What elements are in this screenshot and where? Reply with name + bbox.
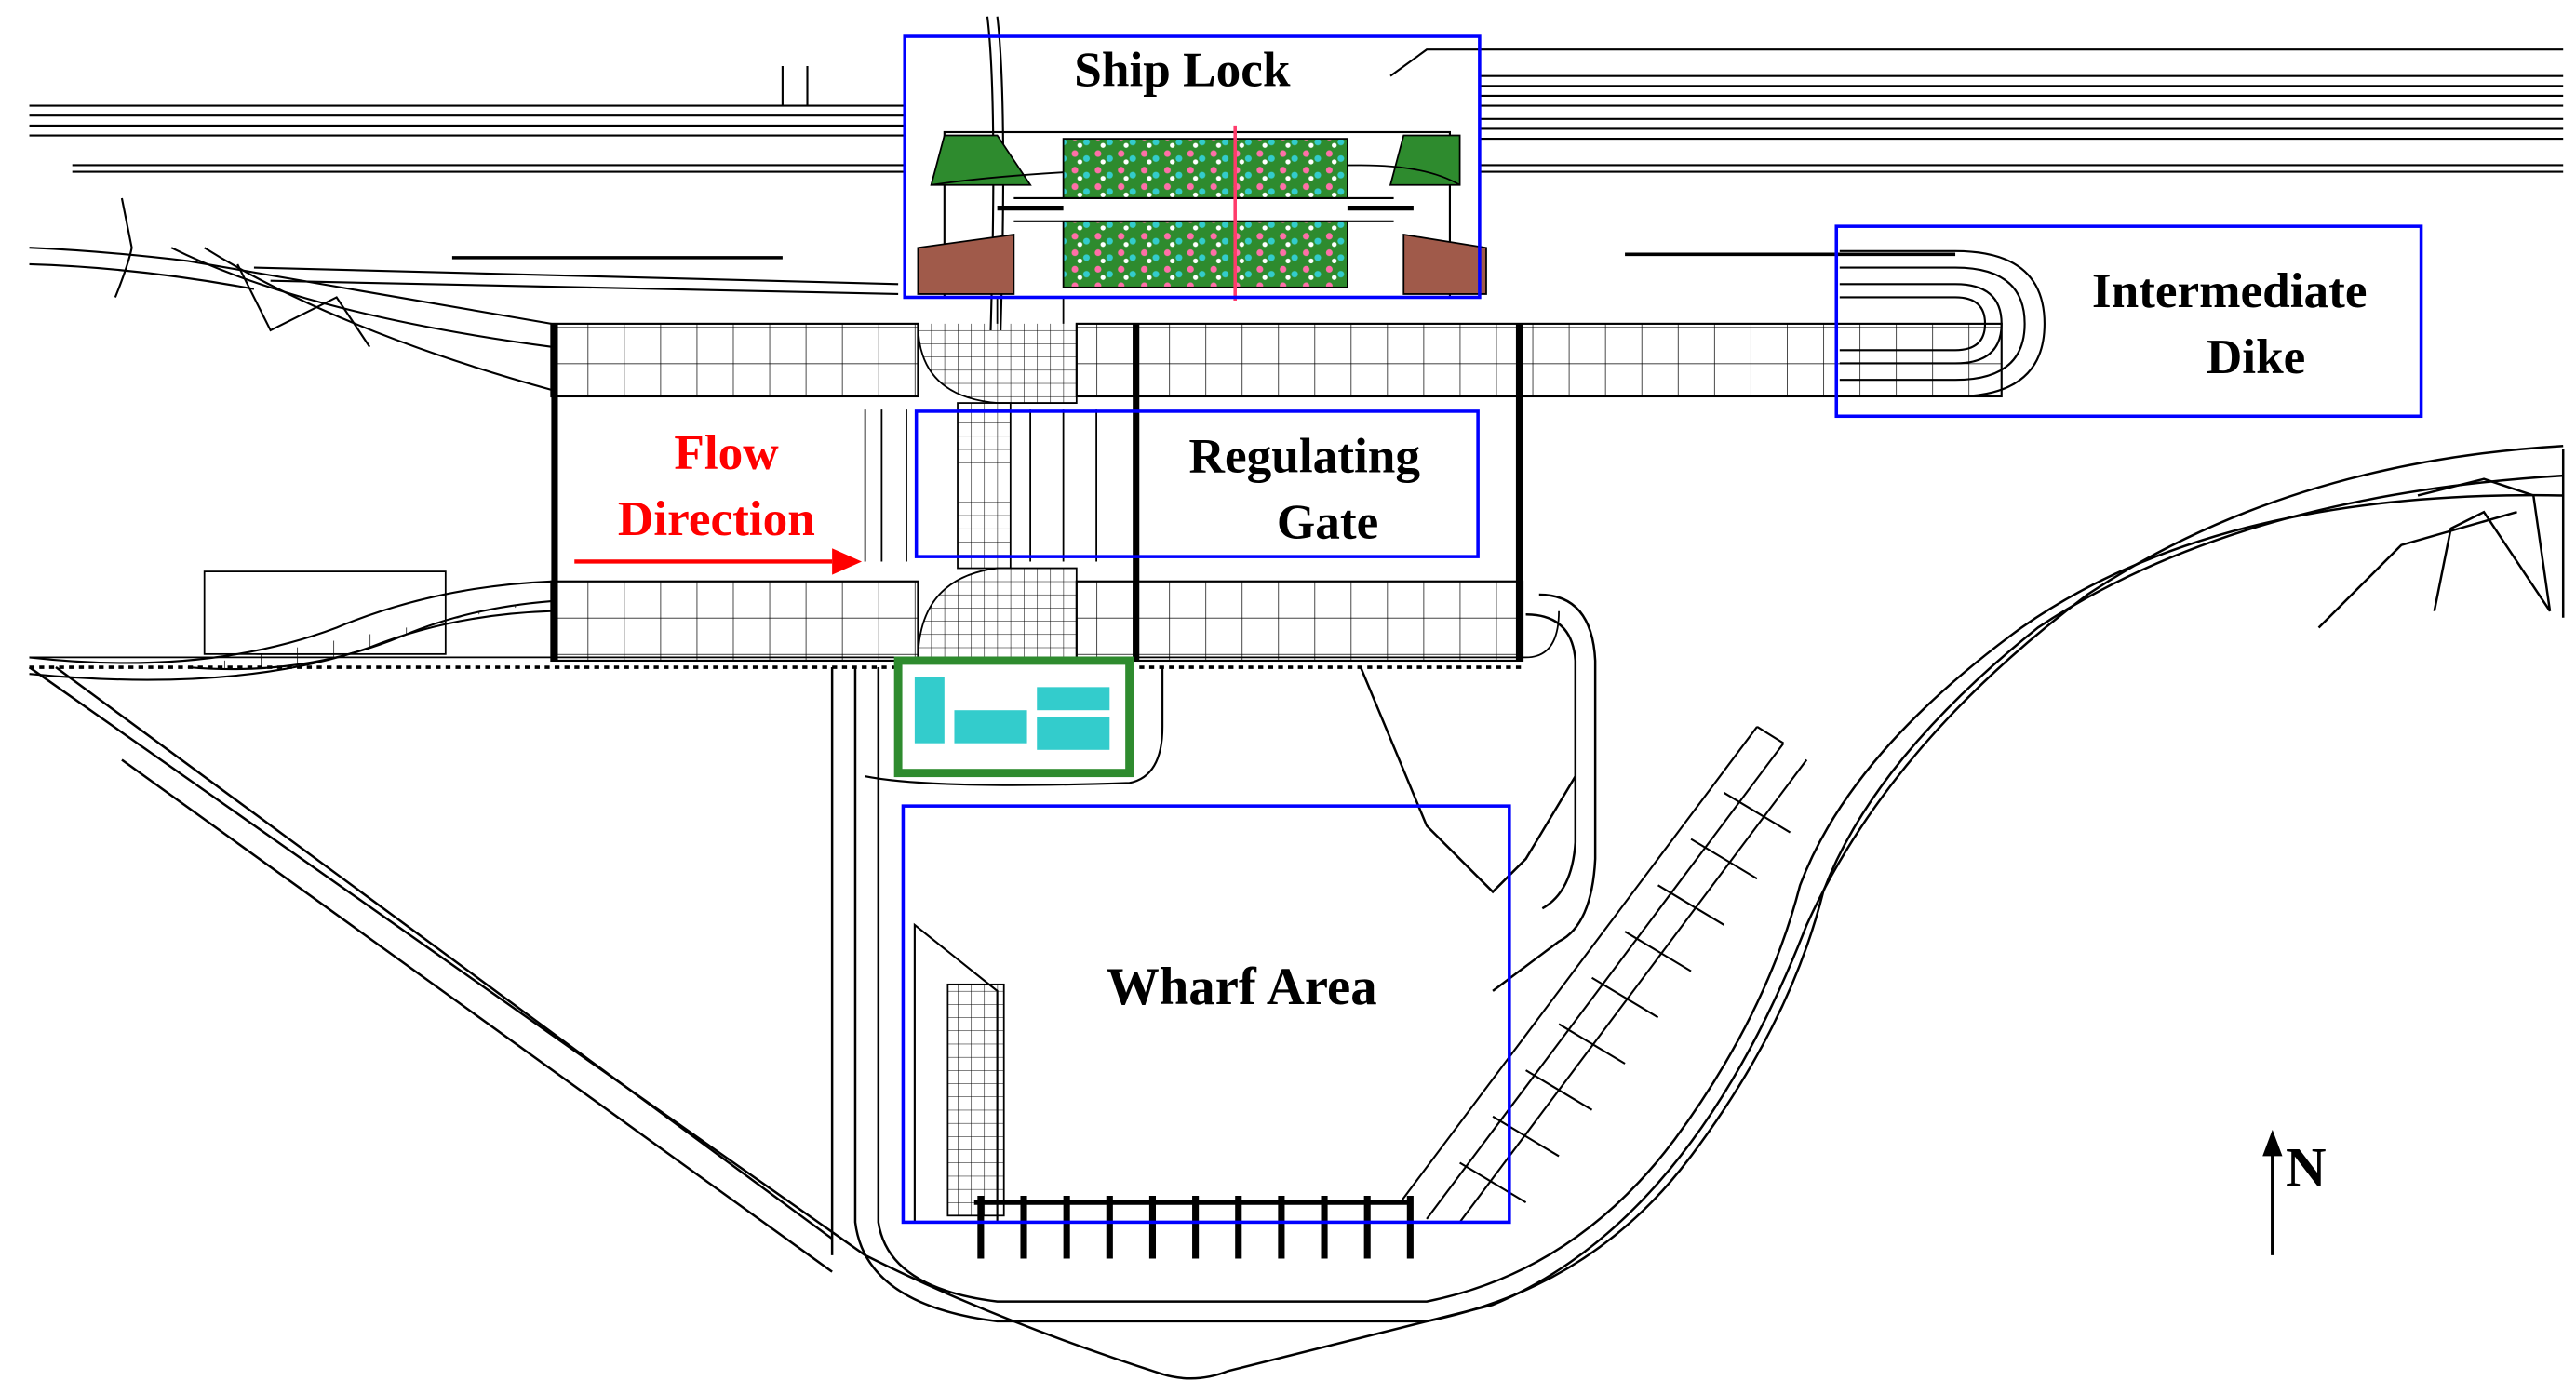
- regulating-gate-structure: [864, 297, 1098, 662]
- management-area: [865, 656, 1164, 786]
- flow-arrow: [574, 548, 863, 575]
- ship-lock-box: [903, 34, 1482, 300]
- north-levee-grid-east: [1075, 322, 2003, 398]
- regulating-gate-label-line2: Gate: [1277, 495, 1378, 550]
- intermediate-dike-structure: [1839, 249, 2046, 398]
- north-levee-grid: [550, 322, 919, 398]
- intermediate-dike-label-line2: Dike: [2207, 329, 2305, 384]
- ship-lock-structure: [917, 125, 1487, 302]
- intermediate-dike-label-line1: Intermediate: [2092, 263, 2368, 318]
- north-arrow-icon: [2262, 1130, 2283, 1255]
- northern-road-lines: [29, 16, 2564, 331]
- southeast-embankment: [1399, 726, 1808, 1224]
- wharf-area-box: [901, 804, 1511, 1225]
- flow-direction-label-line2: Direction: [618, 491, 815, 546]
- wharf-area-label: Wharf Area: [1107, 958, 1377, 1016]
- regulating-gate-label-line1: Regulating: [1189, 429, 1421, 484]
- south-levee: [29, 570, 1560, 681]
- south-land-outline: [28, 444, 2565, 1380]
- intermediate-dike-box: [1834, 224, 2423, 419]
- north-embankment: [29, 197, 1956, 391]
- regulating-gate-box: [914, 409, 1480, 558]
- flow-direction-label-line1: Flow: [674, 425, 779, 480]
- ship-lock-label: Ship Lock: [1074, 42, 1291, 97]
- wharf-berth-posts: [977, 1196, 1414, 1259]
- north-label: N: [2286, 1136, 2327, 1199]
